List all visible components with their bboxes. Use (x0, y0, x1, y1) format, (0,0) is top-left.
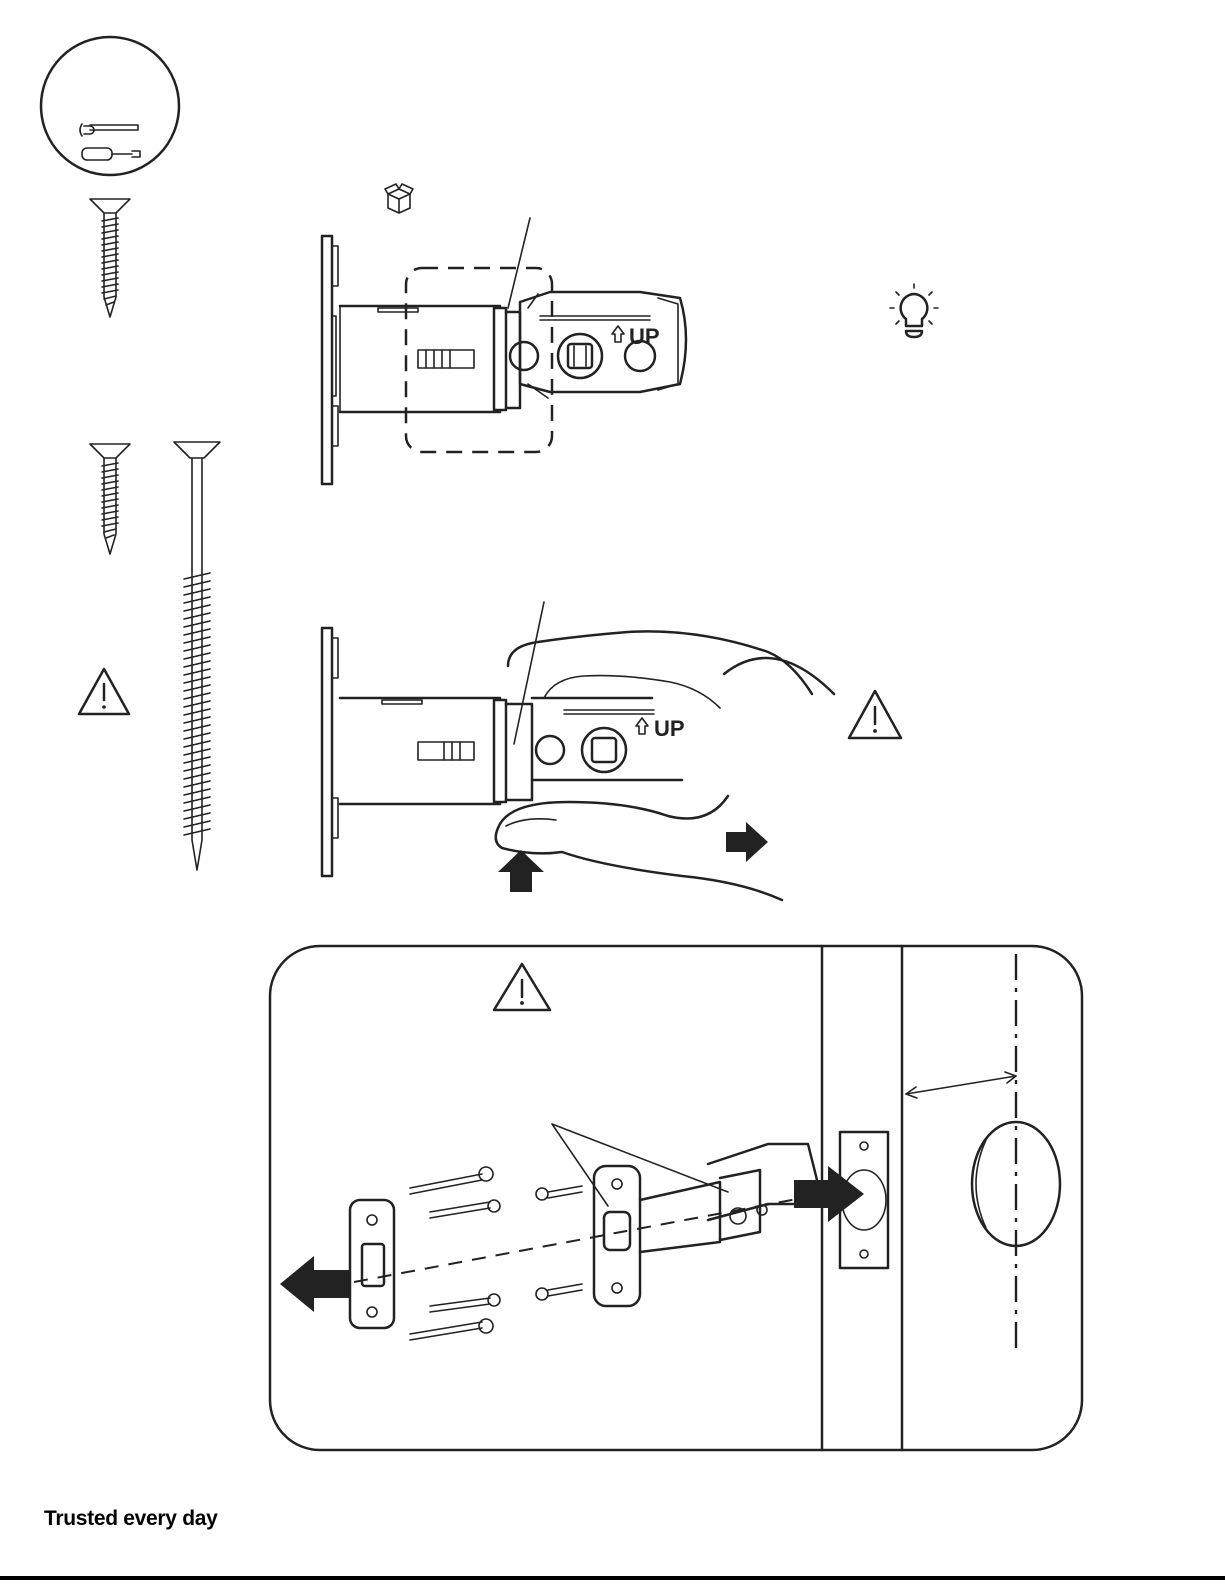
tools-icon (40, 36, 182, 178)
lightbulb-icon (888, 282, 940, 340)
right-arrow-icon (724, 820, 770, 864)
installation-panel (268, 944, 1084, 1452)
latch-diagram-top: UP (318, 216, 698, 488)
warning-icon (76, 666, 132, 718)
box-icon (382, 182, 416, 216)
warning-icon (846, 688, 904, 742)
up-label: UP (629, 324, 660, 349)
long-screw-diagram (172, 440, 222, 872)
footer-tagline: Trusted every day (44, 1507, 218, 1531)
up-arrow-icon (496, 848, 546, 894)
medium-screw-diagram (88, 442, 132, 556)
up-label-partial: UP (654, 716, 685, 741)
footer-rule (0, 1576, 1225, 1580)
short-screw-diagram (88, 197, 132, 321)
